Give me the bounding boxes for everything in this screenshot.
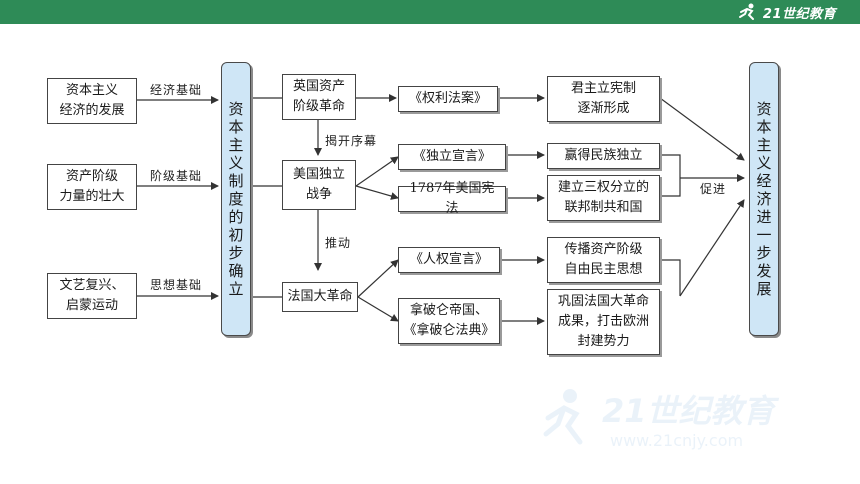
right-pillar-text: 资本主义经济进一步发展 [756, 100, 772, 298]
watermark-url: www.21cnjy.com [610, 431, 743, 450]
consolidate-box: 巩固法国大革命 成果，打击欧洲 封建势力 [547, 289, 660, 355]
header-bar: 21世纪教育 [0, 0, 860, 24]
america-war-box: 美国独立 战争 [282, 160, 356, 210]
federal-republic-box: 建立三权分立的 联邦制共和国 [547, 175, 660, 221]
center-pillar-text: 资本主义制度的初步确立 [228, 100, 244, 298]
logo: 21世纪教育 [737, 2, 836, 22]
thought-box: 文艺复兴、 启蒙运动 [47, 273, 137, 319]
class-basis-label: 阶级基础 [150, 169, 203, 183]
watermark-runner-icon: 21世纪教育 www.21cnjy.com [543, 389, 780, 450]
runner-logo-icon [738, 3, 754, 20]
bill-of-rights-box: 《权利法案》 [398, 86, 498, 112]
france-revolution-box: 法国大革命 [282, 282, 358, 312]
constitution-1787-box: 1787年美国宪法 [398, 181, 506, 216]
watermark: 21世纪教育 www.21cnjy.com [540, 384, 820, 454]
push-label: 推动 [325, 236, 352, 250]
declaration-rights-box: 《人权宣言》 [398, 247, 500, 273]
prelude-label: 揭开序幕 [325, 134, 378, 148]
constitutional-monarchy-box: 君主立宪制 逐渐形成 [547, 76, 660, 122]
promote-label: 促进 [700, 182, 727, 196]
thought-basis-label: 思想基础 [150, 278, 203, 292]
right-pillar: 资本主义经济进一步发展 [749, 62, 779, 336]
logo-text: 21世纪教育 [762, 6, 836, 22]
center-pillar: 资本主义制度的初步确立 [221, 62, 251, 336]
economy-box: 资本主义 经济的发展 [47, 78, 137, 124]
independence-box: 赢得民族独立 [547, 143, 660, 169]
england-revolution-box: 英国资产 阶级革命 [282, 74, 356, 120]
spread-ideas-box: 传播资产阶级 自由民主思想 [547, 237, 660, 283]
declaration-independence-box: 《独立宣言》 [398, 144, 506, 170]
watermark-text: 21世纪教育 [602, 392, 780, 430]
class-box: 资产阶级 力量的壮大 [47, 164, 137, 210]
economic-basis-label: 经济基础 [150, 83, 203, 97]
napoleon-box: 拿破仑帝国、 《拿破仑法典》 [398, 298, 500, 344]
